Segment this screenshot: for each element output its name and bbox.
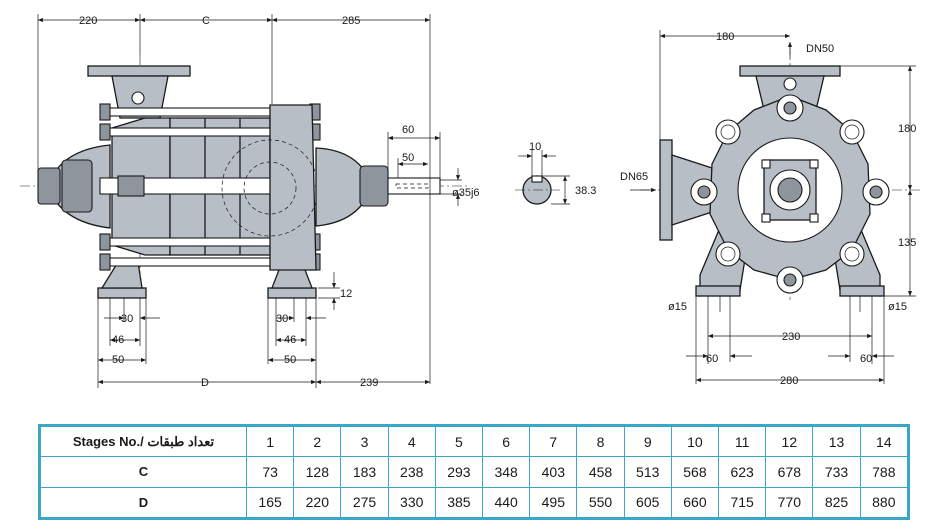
c-value-cell: 568: [670, 456, 720, 488]
dim-shaft-50: 50: [402, 152, 414, 164]
d-value-cell: 440: [482, 486, 531, 519]
stages-header: Stages No./ تعداد طبقات: [40, 425, 247, 458]
dim-foot50-left: 50: [112, 354, 124, 366]
dim-end-60-right: 60: [860, 353, 872, 365]
c-value-cell: 788: [859, 456, 909, 488]
right-foot: [267, 287, 317, 299]
dim-shaft-60: 60: [402, 124, 414, 136]
c-value-cell: 73: [245, 456, 295, 488]
stage-cell: 3: [340, 425, 389, 458]
c-value-cell: 733: [812, 456, 861, 488]
d-value-cell: 165: [245, 486, 295, 519]
dim-bottom-239: 239: [360, 377, 378, 389]
d-value-cell: 275: [340, 486, 389, 519]
dim-285: 285: [342, 15, 360, 27]
dim-hole-left: ø15: [668, 301, 687, 313]
stage-cell: 14: [859, 425, 909, 458]
d-value-cell: 770: [765, 486, 814, 519]
dim-foot46-right: 46: [284, 334, 296, 346]
stage-cell: 5: [434, 425, 484, 458]
c-value-cell: 623: [718, 456, 767, 488]
dim-end-135: 135: [898, 237, 916, 249]
c-value-cell: 513: [623, 456, 672, 488]
d-value-cell: 550: [576, 486, 625, 519]
label-dn65: DN65: [620, 171, 648, 183]
stage-cell: 1: [245, 425, 295, 458]
stage-cell: 12: [765, 425, 814, 458]
c-value-cell: 183: [340, 456, 389, 488]
dim-c: C: [202, 15, 210, 27]
left-foot: [97, 287, 147, 299]
discharge-flange: [87, 65, 191, 77]
d-value-cell: 605: [623, 486, 672, 519]
end-view-dimensions: 180 DN50 DN65 180 135 ø15 ø15 230 60 60 …: [620, 30, 916, 387]
c-value-cell: 238: [387, 456, 436, 488]
c-header: C: [40, 456, 247, 488]
c-value-cell: 128: [293, 456, 342, 488]
dim-end-60-left: 60: [706, 353, 718, 365]
dim-bottom-d: D: [201, 377, 209, 389]
end-discharge-flange: [739, 65, 841, 77]
d-value-cell: 660: [670, 486, 720, 519]
shaft-key-detail: 10 38.3: [515, 141, 596, 205]
d-value-cell: 825: [812, 486, 861, 519]
stage-cell: 10: [670, 425, 720, 458]
stage-cell: 7: [529, 425, 578, 458]
d-value-cell: 495: [529, 486, 578, 519]
side-view: [20, 55, 470, 300]
d-value-cell: 330: [387, 486, 436, 519]
c-value-cell: 458: [576, 456, 625, 488]
d-value-cell: 880: [859, 486, 909, 519]
stage-cell: 4: [387, 425, 436, 458]
label-dn50: DN50: [806, 43, 834, 55]
end-view: [640, 45, 920, 300]
dim-end-280: 280: [780, 375, 798, 387]
stage-cell: 9: [623, 425, 672, 458]
d-value-cell: 715: [718, 486, 767, 519]
c-value-cell: 348: [482, 456, 531, 488]
dim-220: 220: [79, 15, 97, 27]
c-value-cell: 678: [765, 456, 814, 488]
stage-cell: 8: [576, 425, 625, 458]
d-header: D: [40, 486, 247, 519]
suction-flange: [659, 139, 673, 241]
d-value-cell: 220: [293, 486, 342, 519]
dim-foot50-right: 50: [284, 354, 296, 366]
dim-end-230: 230: [782, 331, 800, 343]
dim-foot30-left: 30: [121, 313, 133, 325]
dim-key-38: 38.3: [575, 185, 596, 197]
c-value-cell: 293: [434, 456, 484, 488]
stage-cell: 6: [482, 425, 531, 458]
dim-shaft-dia: ø35j6: [452, 187, 480, 199]
d-value-cell: 385: [434, 486, 484, 519]
dim-foot46-left: 46: [112, 334, 124, 346]
dim-key-10: 10: [529, 141, 541, 153]
stage-cell: 2: [293, 425, 342, 458]
dim-end-180: 180: [716, 31, 734, 43]
side-view-dimensions: 220 C 285 60 50 ø35j6 12 30 46 50: [37, 14, 480, 389]
bolt-bosses: [690, 94, 890, 294]
stage-cell: 13: [812, 425, 861, 458]
pump-dimension-drawing: 220 C 285 60 50 ø35j6 12 30 46 50: [20, 14, 920, 389]
dim-foot-12: 12: [340, 288, 352, 300]
dim-foot30-right: 30: [276, 313, 288, 325]
dim-hole-right: ø15: [888, 301, 907, 313]
dim-end-180v: 180: [898, 123, 916, 135]
stage-cell: 11: [718, 425, 767, 458]
c-value-cell: 403: [529, 456, 578, 488]
